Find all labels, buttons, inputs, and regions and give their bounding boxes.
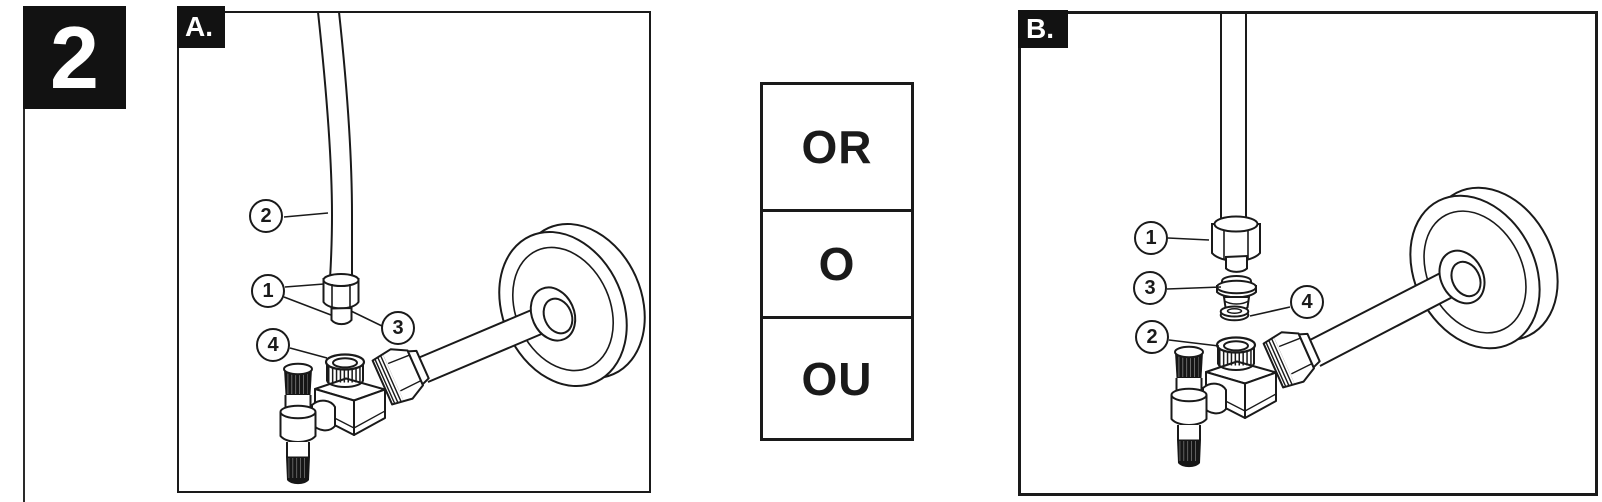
panel-a-drawing xyxy=(281,11,646,484)
leader-lines xyxy=(283,212,383,359)
panel-b-callout-4: 4 xyxy=(1290,285,1324,319)
supply-pipe xyxy=(417,286,577,383)
or-option-english: OR xyxy=(801,121,873,173)
panel-a-callout-1: 1 xyxy=(251,274,285,308)
panel-a-frame xyxy=(177,11,651,493)
step-number-badge: 2 xyxy=(23,6,126,109)
panel-a-callout-4: 4 xyxy=(256,328,290,362)
panel-b-callout-2: 2 xyxy=(1135,320,1169,354)
or-option-french: OU xyxy=(763,316,911,438)
or-options-column: OR O OU xyxy=(760,82,914,441)
o-ring xyxy=(1219,305,1250,322)
compression-nut xyxy=(1211,215,1261,273)
panel-a-callout-2: 2 xyxy=(249,199,283,233)
panel-b-callout-1: 1 xyxy=(1134,221,1168,255)
or-option-spanish: O xyxy=(763,209,911,316)
page-rule-line xyxy=(23,109,25,502)
panel-a-label: A. xyxy=(177,6,225,48)
panel-a-callout-3: 3 xyxy=(381,311,415,345)
supply-tube xyxy=(1220,12,1247,222)
panel-b-drawing xyxy=(1166,12,1559,467)
supply-tube xyxy=(317,11,353,280)
supply-pipe xyxy=(1307,249,1486,367)
panel-b-callout-3: 3 xyxy=(1133,271,1167,305)
panel-b-frame xyxy=(1018,11,1598,496)
compression-nut xyxy=(322,273,360,326)
panel-b-label: B. xyxy=(1018,10,1068,48)
leader-lines xyxy=(1166,237,1291,347)
